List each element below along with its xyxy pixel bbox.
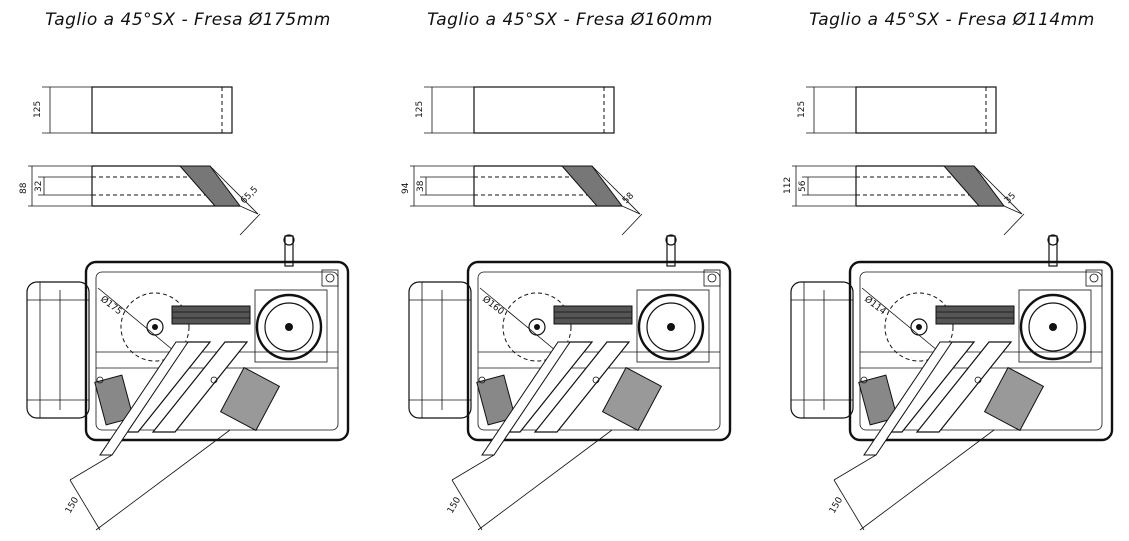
technical-drawing: 125 88 32 65,5 bbox=[19, 86, 350, 531]
cut-panel-2: Taglio a 45°SX - Fresa Ø160mm 125 bbox=[382, 0, 758, 541]
thickness-outer-dimension: 94 bbox=[401, 182, 411, 194]
cutter-diameter-label: Ø175 bbox=[98, 294, 124, 318]
cut-panel-3: Taglio a 45°SX - Fresa Ø114mm 125 bbox=[764, 0, 1129, 541]
milling-machine: Ø175 bbox=[26, 234, 350, 531]
workpiece-side-view: 94 38 58 bbox=[401, 165, 643, 236]
workpiece-side-view: 88 32 65,5 bbox=[19, 165, 260, 236]
panel-title: Taglio a 45°SX - Fresa Ø114mm bbox=[809, 10, 1095, 30]
panel-title: Taglio a 45°SX - Fresa Ø160mm bbox=[427, 10, 713, 30]
technical-drawing: 125 94 38 58 bbox=[401, 86, 732, 531]
cut-depth-dimension: 65,5 bbox=[239, 185, 260, 206]
workpiece-side-view: 112 56 35 bbox=[783, 165, 1025, 236]
cut-depth-dimension: 35 bbox=[1003, 191, 1018, 206]
cut-panel-1: Taglio a 45°SX - Fresa Ø175mm 125 bbox=[0, 0, 376, 541]
workpiece-top-view: 125 bbox=[415, 86, 615, 134]
thickness-inner-dimension: 56 bbox=[798, 180, 808, 192]
technical-drawing: 125 112 56 35 bbox=[783, 86, 1114, 531]
cutter-diameter-label: Ø160 bbox=[480, 294, 506, 318]
cutter-diameter-label: Ø114 bbox=[862, 294, 888, 318]
workpiece-top-view: 125 bbox=[797, 86, 997, 134]
height-dimension: 125 bbox=[415, 101, 425, 118]
panel-title: Taglio a 45°SX - Fresa Ø175mm bbox=[45, 10, 331, 30]
height-dimension: 125 bbox=[33, 101, 43, 118]
length-dimension: 150 bbox=[64, 495, 81, 515]
cut-depth-dimension: 58 bbox=[621, 191, 636, 206]
milling-machine: Ø160 bbox=[408, 234, 732, 531]
thickness-inner-dimension: 38 bbox=[416, 180, 426, 192]
length-dimension: 150 bbox=[446, 495, 463, 515]
thickness-outer-dimension: 88 bbox=[19, 182, 29, 194]
workpiece-top-view: 125 bbox=[33, 86, 233, 134]
height-dimension: 125 bbox=[797, 101, 807, 118]
thickness-inner-dimension: 32 bbox=[34, 181, 44, 192]
thickness-outer-dimension: 112 bbox=[783, 177, 793, 194]
milling-machine: Ø114 bbox=[790, 234, 1114, 531]
length-dimension: 150 bbox=[828, 495, 845, 515]
